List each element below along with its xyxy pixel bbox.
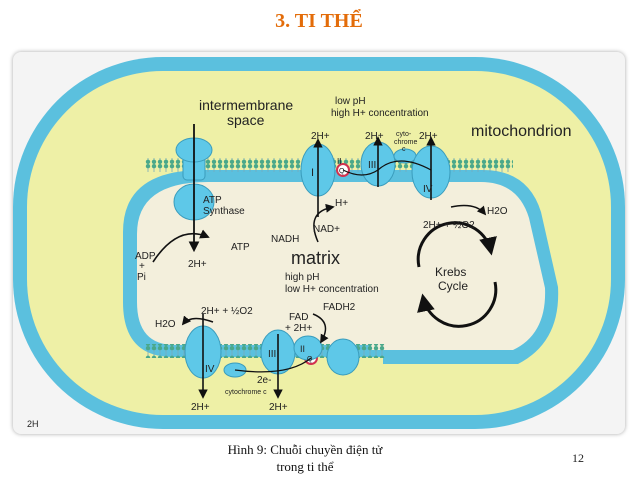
label-high-ph: high pH	[285, 272, 319, 283]
label-adp: ADP	[135, 251, 156, 262]
label-pi: Pi	[137, 272, 146, 283]
label-nad: NAD+	[313, 224, 340, 235]
label-complex-iv-bottom: IV	[205, 364, 215, 375]
label-atp-synthase-2: Synthase	[203, 206, 245, 217]
label-low-h-conc: low H+ concentration	[285, 284, 379, 295]
complex-i	[300, 138, 336, 217]
label-2h-corner: 2H	[27, 419, 39, 429]
label-c: c	[402, 146, 406, 153]
label-complex-ii-top: II	[337, 157, 341, 166]
label-cyto: cyto-	[396, 131, 412, 138]
label-mitochondrion: mitochondrion	[471, 123, 572, 140]
label-space: space	[227, 112, 265, 128]
complex-iv-top	[411, 136, 451, 200]
label-h2o-bottom: H2O	[155, 319, 176, 330]
label-complex-iii-bottom: III	[268, 349, 276, 360]
complex-i-bottom	[326, 338, 360, 376]
label-atp: ATP	[231, 242, 250, 253]
adp-to-atp-arrow	[152, 229, 210, 263]
label-2h-bottom-1: 2H+	[191, 402, 210, 413]
label-matrix: matrix	[291, 248, 340, 268]
label-high-h-conc: high H+ concentration	[331, 108, 429, 119]
complex-iii-bottom	[260, 329, 296, 399]
label-2h-bottom-2: 2H+	[269, 402, 288, 413]
page-number: 12	[572, 451, 584, 465]
label-water-reaction-top: 2H+ + ½O2	[423, 220, 475, 231]
label-2e: 2e-	[257, 375, 271, 386]
label-complex-iv-top: IV	[423, 184, 433, 195]
label-2h-atp: 2H+	[188, 259, 207, 270]
label-complex-iii-top: III	[368, 160, 376, 171]
complex-iii-top	[360, 136, 396, 187]
label-low-ph: low pH	[335, 96, 366, 107]
label-h-plus: H+	[335, 198, 348, 209]
etc-diagram: intermembrane space low pH high H+ conce…	[13, 52, 625, 434]
krebs-cycle	[416, 221, 498, 328]
label-nadh: NADH	[271, 234, 299, 245]
figure-caption: Hình 9: Chuỗi chuyền điện tử trong ti th…	[200, 441, 410, 475]
label-2h-3: 2H+	[419, 131, 438, 142]
caption-line-1: Hình 9: Chuỗi chuyền điện tử	[227, 442, 383, 457]
label-plus: +	[139, 261, 145, 272]
label-cytochrome-bottom: cytochrome c	[225, 389, 267, 396]
label-2h-1: 2H+	[311, 131, 330, 142]
label-water-reaction-bottom: 2H+ + ½O2	[201, 306, 253, 317]
label-complex-ii-bottom: II	[300, 344, 305, 354]
label-cycle: Cycle	[438, 279, 468, 293]
caption-line-2: trong ti thể	[276, 459, 334, 474]
label-q-bottom: Q	[307, 356, 313, 363]
diagram-svg: intermembrane space low pH high H+ conce…	[13, 57, 625, 429]
label-intermembrane: intermembrane	[199, 97, 293, 113]
label-h2o-top: H2O	[487, 206, 508, 217]
label-fad-2h: + 2H+	[285, 323, 312, 334]
label-q-top: Q	[339, 168, 345, 175]
atp-synthase	[173, 124, 215, 253]
label-atp-synthase-1: ATP	[203, 195, 222, 206]
label-2h-2: 2H+	[365, 131, 384, 142]
label-krebs: Krebs	[435, 265, 466, 279]
complex-iv-bottom	[184, 314, 222, 399]
label-chrome: chrome	[394, 139, 417, 146]
label-complex-i: I	[311, 167, 314, 179]
slide-title: 3. TI THỂ	[275, 10, 363, 32]
label-fadh2: FADH2	[323, 302, 356, 313]
label-fad: FAD	[289, 312, 308, 323]
